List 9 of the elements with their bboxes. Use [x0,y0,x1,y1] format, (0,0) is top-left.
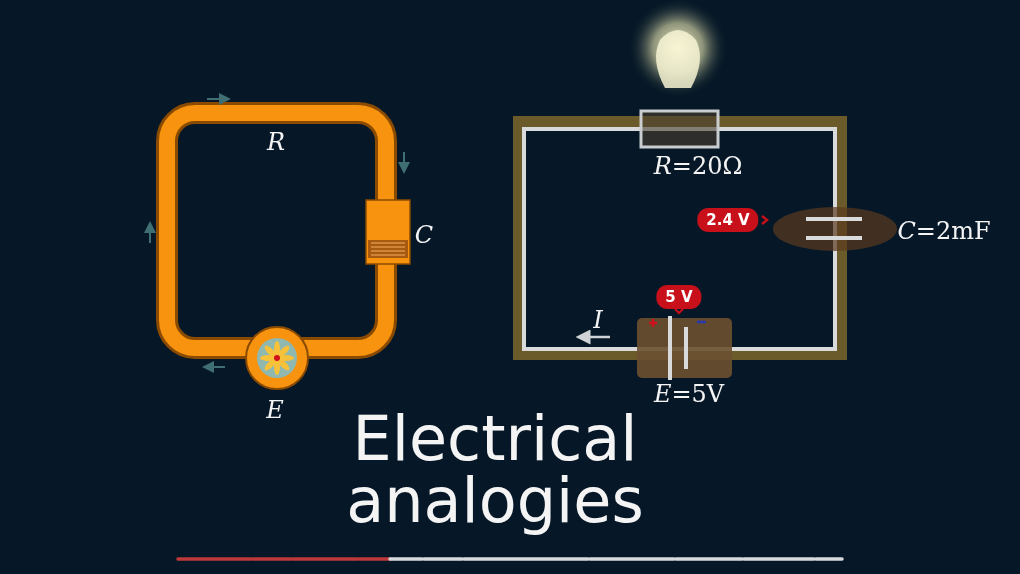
variable-label: R [266,130,286,154]
value-label: R=20Ω [653,154,743,178]
variable-label: E [266,398,284,422]
voltage-badge: 2.4 V [697,208,759,232]
value-label: E=5V [653,382,725,406]
variable-label: C [414,223,434,247]
voltage-badge: 5 V [656,285,702,309]
value-label: C=2mF [897,219,991,243]
variable-label: I [593,308,603,332]
